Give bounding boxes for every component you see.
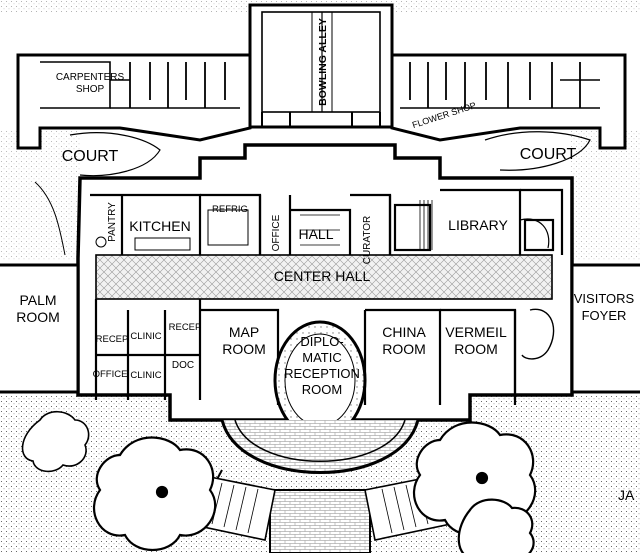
label-diplomatic-1: DIPLO- [300, 334, 343, 349]
label-diplomatic-3: RECEPTION [284, 366, 360, 381]
label-office-north: OFFICE [271, 214, 282, 251]
label-clinic-upper: CLINIC [130, 331, 161, 342]
label-carpenters-shop: CARPENTERS [56, 72, 125, 83]
label-recep-upper: RECEP [169, 322, 202, 333]
label-center-hall: CENTER HALL [274, 268, 371, 284]
label-map-room: MAP [229, 324, 259, 340]
label-curator: CURATOR [362, 216, 373, 265]
label-court-west: COURT [62, 148, 119, 165]
labels: CARPENTERS SHOP BOWLING ALLEY FLOWER SHO… [16, 18, 635, 503]
label-vermeil-room: VERMEIL [445, 324, 507, 340]
east-wing-outline [390, 53, 627, 150]
label-china-room-2: ROOM [382, 341, 426, 357]
label-refrig: REFRIG [212, 204, 248, 215]
north-room-walls [90, 188, 564, 255]
label-hall: HALL [298, 226, 333, 242]
label-edge-letters: JA [618, 487, 635, 503]
label-recep-left: RECEP [96, 334, 129, 345]
label-diplomatic-2: MATIC [302, 350, 341, 365]
north-stair-lines [419, 200, 433, 250]
center-hall-band [95, 254, 553, 300]
bowling-alley-outline [248, 3, 394, 129]
label-bowling-alley: BOWLING ALLEY [317, 18, 329, 106]
east-court-curve [484, 131, 591, 171]
north-court-texture-east [570, 130, 640, 260]
west-court-curve [69, 132, 161, 177]
label-office-south: OFFICE [93, 369, 128, 380]
label-court-east: COURT [520, 146, 577, 163]
label-library: LIBRARY [448, 217, 508, 233]
label-map-room-2: ROOM [222, 341, 266, 357]
label-palm-room: PALM [19, 292, 56, 308]
label-visitors-foyer: VISITORS [574, 291, 635, 306]
trees [21, 410, 537, 553]
label-kitchen: KITCHEN [129, 218, 190, 234]
north-court-texture-west [0, 130, 80, 260]
label-doc: DOC [172, 360, 194, 371]
label-pantry: PANTRY [107, 202, 118, 242]
label-visitors-foyer-2: FOYER [582, 308, 627, 323]
label-china-room: CHINA [382, 324, 426, 340]
label-vermeil-room-2: ROOM [454, 341, 498, 357]
kitchen-details [95, 209, 340, 251]
vermeil-stair [521, 308, 555, 360]
label-palm-room-2: ROOM [16, 309, 60, 325]
label-clinic-lower: CLINIC [130, 370, 161, 381]
label-carpenters-shop-2: SHOP [76, 84, 105, 95]
label-diplomatic-4: ROOM [302, 382, 342, 397]
library-stair [519, 218, 550, 249]
